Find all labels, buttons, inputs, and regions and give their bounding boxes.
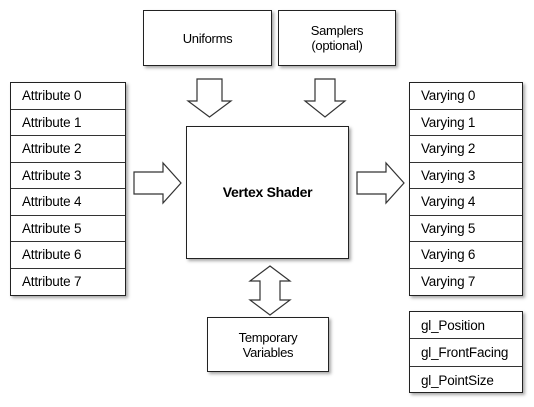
varying-2: Varying 2 [410, 136, 522, 163]
varying-4: Varying 4 [410, 189, 522, 216]
samplers-optional-label: (optional) [311, 38, 363, 53]
attribute-1: Attribute 1 [11, 110, 125, 136]
varying-5: Varying 5 [410, 216, 522, 242]
attributes-list: Attribute 0 Attribute 1 Attribute 2 Attr… [10, 82, 126, 296]
temporary-variables-box: Temporary Variables [207, 317, 329, 372]
temporary-label: Temporary [238, 329, 298, 345]
varying-6: Varying 6 [410, 242, 522, 269]
varyings-right-arrow [356, 161, 405, 205]
varying-1: Varying 1 [410, 110, 522, 136]
builtin-outputs-list: gl_Position gl_FrontFacing gl_PointSize [409, 311, 523, 393]
samplers-down-arrow [303, 78, 347, 118]
vertex-shader-label: Vertex Shader [222, 184, 313, 200]
attribute-2: Attribute 2 [11, 136, 125, 163]
builtin-gl-position: gl_Position [410, 312, 522, 340]
samplers-label: Samplers [310, 23, 364, 38]
uniforms-box: Uniforms [143, 10, 272, 66]
attribute-4: Attribute 4 [11, 189, 125, 216]
builtin-gl-pointsize: gl_PointSize [421, 372, 494, 388]
varying-0: Varying 0 [410, 83, 522, 110]
attribute-6: Attribute 6 [11, 242, 125, 269]
variables-label: Variables [242, 344, 294, 360]
temporary-bidirectional-arrow [248, 265, 292, 316]
varying-3: Varying 3 [410, 163, 522, 189]
vertex-shader-box: Vertex Shader [186, 126, 349, 259]
attributes-right-arrow [133, 161, 182, 205]
attribute-3: Attribute 3 [11, 163, 125, 189]
attribute-0: Attribute 0 [11, 83, 125, 110]
samplers-box: Samplers (optional) [278, 10, 396, 66]
builtin-gl-frontfacing: gl_FrontFacing [410, 339, 522, 367]
uniforms-label: Uniforms [182, 30, 233, 46]
varying-7: Varying 7 [421, 274, 476, 290]
attribute-7: Attribute 7 [22, 274, 82, 290]
attribute-5: Attribute 5 [11, 216, 125, 242]
varyings-list: Varying 0 Varying 1 Varying 2 Varying 3 … [409, 82, 523, 296]
uniforms-down-arrow [186, 78, 233, 118]
